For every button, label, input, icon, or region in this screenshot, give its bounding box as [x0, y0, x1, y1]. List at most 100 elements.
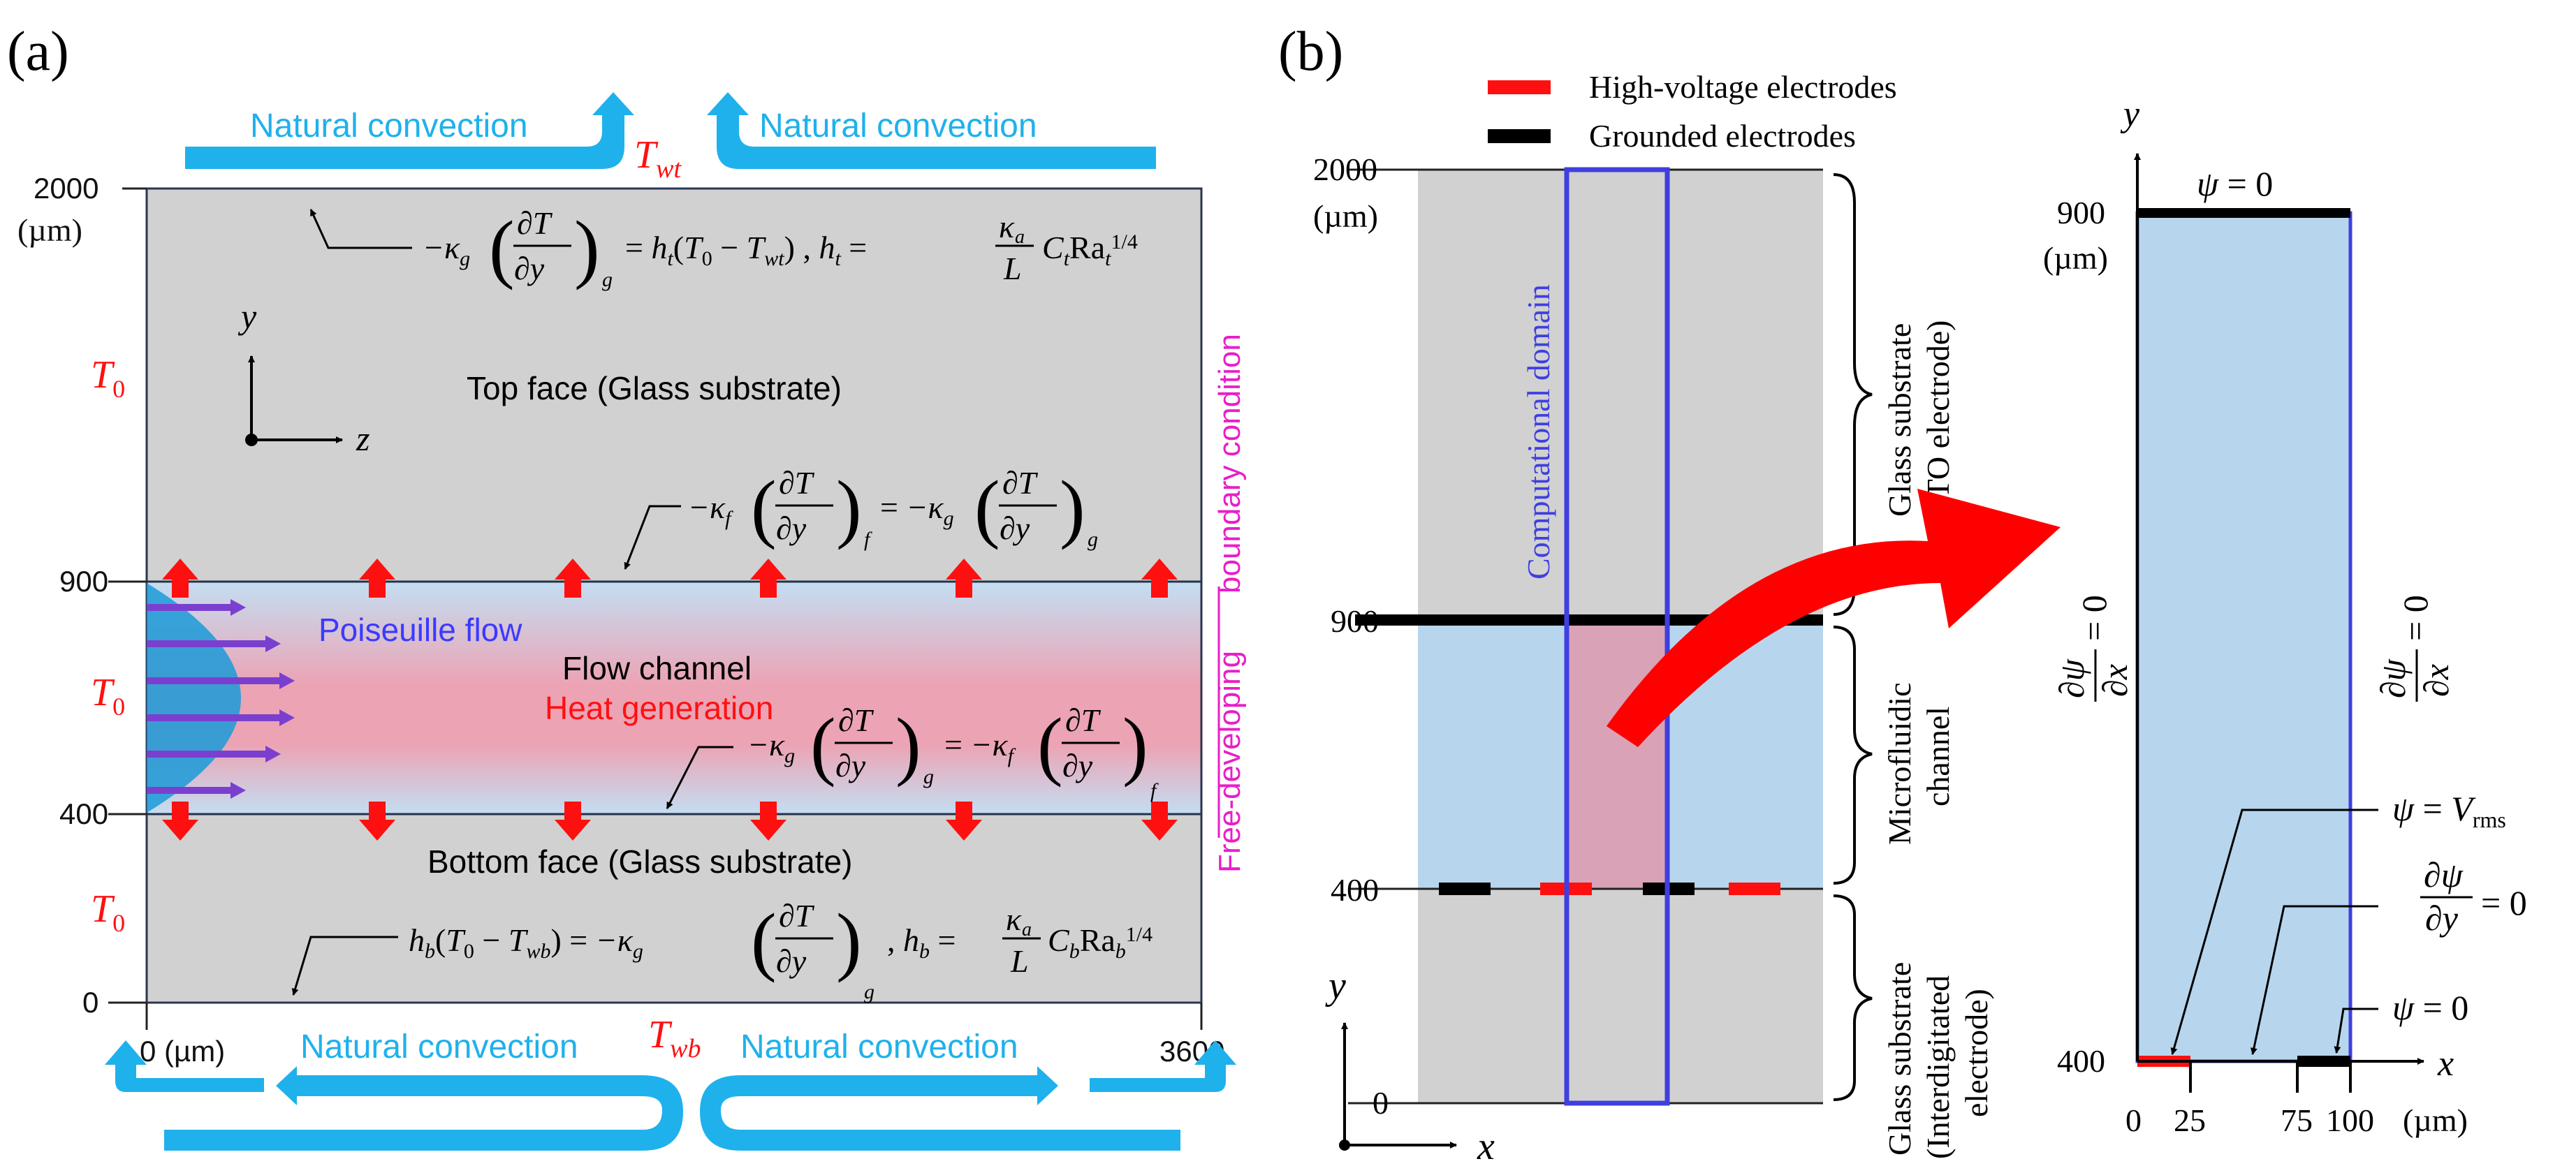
- svg-text:∂T: ∂T: [517, 205, 553, 241]
- svg-text:= 0: = 0: [2396, 595, 2435, 641]
- zoom-unit-y: (µm): [2043, 240, 2108, 276]
- tick-0: 0: [82, 986, 98, 1019]
- svg-text:∂y: ∂y: [1062, 748, 1093, 783]
- zoom-tick-100: 100: [2326, 1102, 2374, 1138]
- equation-upper-interface: −κf ( ∂T ∂y ) f = −κg ( ∂T ∂y ) g: [688, 465, 1098, 551]
- legend-high-label: High-voltage electrodes: [1589, 69, 1897, 105]
- svg-text:): ): [895, 702, 921, 788]
- glass-top-label-2: (ITO electrode): [1920, 320, 1956, 521]
- svg-text:): ): [836, 465, 862, 550]
- tick-2000: 2000: [34, 172, 98, 205]
- y-axis-ticks-a: 2000 (µm) 900 400 0 0 (µm) 3600: [17, 172, 1224, 1068]
- tick-900: 900: [59, 565, 108, 598]
- glass-top-region: [147, 189, 1201, 582]
- svg-text:CtRat1/4: CtRat1/4: [1042, 230, 1138, 270]
- svg-text:(: (: [810, 702, 836, 788]
- svg-text:∂x: ∂x: [2417, 664, 2456, 697]
- poiseuille-arrows: [147, 599, 295, 799]
- svg-text:g: g: [1088, 528, 1098, 551]
- t0-bot: T0: [91, 887, 125, 937]
- svg-text:CbRab1/4: CbRab1/4: [1048, 922, 1152, 963]
- bc-leaders: [2170, 809, 2378, 1055]
- svg-text:g: g: [602, 268, 613, 291]
- svg-text:∂T: ∂T: [1065, 702, 1102, 738]
- svg-text:g: g: [923, 765, 934, 788]
- zoom-axis-x: x: [2437, 1044, 2454, 1084]
- b-tick-unit: (µm): [1313, 198, 1378, 234]
- svg-text:−κg: −κg: [423, 230, 470, 270]
- free-developing-label: Free-developing: [1213, 651, 1247, 873]
- svg-text:∂T: ∂T: [779, 898, 815, 934]
- svg-text:∂T: ∂T: [1002, 465, 1039, 501]
- legend-high-swatch: [1488, 80, 1551, 94]
- zoom-unit-x: (µm): [2403, 1102, 2468, 1138]
- flow-channel-region: [147, 582, 1201, 814]
- glass-top-label-1: Glass substrate: [1882, 323, 1917, 517]
- svg-text:(: (: [1037, 702, 1063, 788]
- zoom-tick-400: 400: [2057, 1043, 2105, 1079]
- svg-text:∂ψ: ∂ψ: [2373, 658, 2413, 698]
- computational-domain-box: [1564, 167, 1670, 1106]
- yz-axes: [248, 355, 343, 443]
- zoom-tick-900: 900: [2057, 195, 2105, 230]
- bottom-convection-right-label: Natural convection: [740, 1028, 1018, 1065]
- glass-bottom-label-1: Glass substrate: [1882, 962, 1917, 1156]
- axis-z-a: z: [356, 419, 369, 458]
- x-tick-start: 0 (µm): [140, 1035, 225, 1068]
- svg-text:∂y: ∂y: [835, 748, 866, 783]
- svg-text:(: (: [751, 898, 777, 983]
- bc-psi-zero-bottom: ψ = 0: [2392, 988, 2468, 1027]
- svg-text:a: a: [1022, 919, 1032, 940]
- free-developing-bracket: Free-developing boundary condition: [1213, 334, 1247, 873]
- svg-text:= ht(T0 − Twt) , ht =: = ht(T0 − Twt) , ht =: [625, 230, 867, 270]
- svg-text:L: L: [1010, 943, 1029, 979]
- svg-text:∂y: ∂y: [2425, 899, 2459, 938]
- t0-top: T0: [91, 353, 125, 403]
- b-glass-top: [1418, 170, 1823, 620]
- panel-a: (a) 2000 (µm) 900 400 0 0 (µm) 3600 T0 T…: [7, 21, 1247, 1151]
- axis-origin-dot: [245, 434, 258, 446]
- svg-text:= −κf: = −κf: [944, 727, 1016, 767]
- svg-text:κ: κ: [999, 209, 1015, 244]
- top-convection-left-label: Natural convection: [250, 108, 528, 145]
- b-axis-origin: [1339, 1139, 1350, 1151]
- bottom-face-label: Bottom face (Glass substrate): [427, 843, 852, 880]
- b-glass-bottom: [1418, 889, 1823, 1103]
- bc-psi-vrms: ψ = Vrms: [2392, 789, 2506, 832]
- heat-generation-label: Heat generation: [545, 690, 773, 726]
- svg-text:−κf: −κf: [688, 489, 733, 530]
- glass-bottom-label-2: (Interdigitated: [1920, 975, 1956, 1159]
- top-convection-right-label: Natural convection: [759, 108, 1037, 145]
- b-axis-x: x: [1477, 1125, 1495, 1168]
- bc-right-side: ∂ψ ∂x = 0: [2373, 595, 2456, 702]
- zoom-tick-25: 25: [2174, 1102, 2206, 1138]
- zoom-domain: [2135, 211, 2352, 1063]
- svg-text:∂x: ∂x: [2095, 664, 2135, 697]
- svg-text:(: (: [489, 205, 515, 290]
- svg-text:∂T: ∂T: [779, 465, 815, 501]
- svg-text:∂T: ∂T: [838, 702, 874, 738]
- bottom-convection-left-label: Natural convection: [300, 1028, 578, 1065]
- t-wb-label: Twb: [648, 1013, 701, 1063]
- svg-text:): ): [574, 205, 600, 290]
- svg-text:): ): [836, 898, 862, 983]
- equation-lower-interface: −κg ( ∂T ∂y ) g = −κf ( ∂T ∂y ) f: [747, 702, 1159, 802]
- heat-flux-arrows: [162, 559, 1178, 841]
- zoom-axes: [2134, 153, 2424, 1093]
- svg-text:∂y: ∂y: [514, 251, 545, 286]
- channel-label-1: Microfluidic: [1882, 683, 1917, 846]
- channel-label-2: channel: [1920, 707, 1956, 806]
- svg-text:∂y: ∂y: [1000, 510, 1030, 546]
- bc-top-psi-zero: ψ = 0: [2197, 164, 2273, 203]
- zoom-tick-75: 75: [2281, 1102, 2313, 1138]
- legend-ground-label: Grounded electrodes: [1589, 118, 1856, 154]
- svg-text:∂y: ∂y: [776, 943, 807, 979]
- computational-domain-label: Computational domain: [1521, 284, 1556, 580]
- panel-b-label: (b): [1278, 21, 1343, 82]
- b-tick-400: 400: [1331, 872, 1379, 908]
- svg-text:= 0: = 0: [2481, 883, 2527, 922]
- b-xy-axes: [1341, 1022, 1457, 1149]
- t0-mid: T0: [91, 671, 125, 721]
- flow-channel-label: Flow channel: [562, 650, 752, 686]
